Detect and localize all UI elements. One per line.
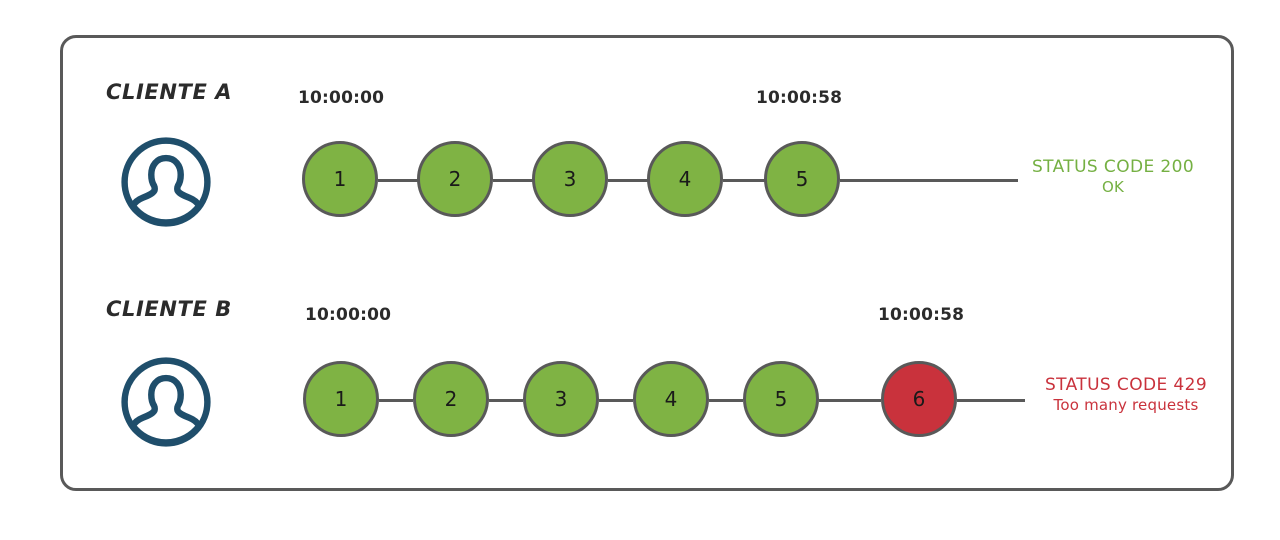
connector-a-2-3 (493, 179, 533, 182)
connector-a-5-status (840, 179, 1018, 182)
user-avatar-icon (121, 137, 211, 227)
connector-b-2-3 (489, 399, 523, 402)
request-node-a-1-label: 1 (333, 167, 347, 191)
request-node-a-2[interactable]: 2 (417, 141, 493, 217)
request-node-b-5-label: 5 (774, 387, 788, 411)
request-node-b-6-label: 6 (912, 387, 926, 411)
request-node-a-5[interactable]: 5 (764, 141, 840, 217)
request-node-b-5[interactable]: 5 (743, 361, 819, 437)
request-node-a-4[interactable]: 4 (647, 141, 723, 217)
connector-a-4-5 (723, 179, 765, 182)
request-node-a-4-label: 4 (678, 167, 692, 191)
request-node-b-3-label: 3 (554, 387, 568, 411)
client-a-status-message: OK (1101, 178, 1125, 197)
connector-b-1-2 (379, 399, 413, 402)
request-node-a-3[interactable]: 3 (532, 141, 608, 217)
request-node-b-1[interactable]: 1 (303, 361, 379, 437)
client-a-status-code: STATUS CODE 200 (1031, 157, 1195, 177)
connector-b-3-4 (599, 399, 633, 402)
client-a-label: CLIENTE A (106, 80, 233, 104)
request-node-b-1-label: 1 (334, 387, 348, 411)
request-node-b-4[interactable]: 4 (633, 361, 709, 437)
client-b-avatar (120, 356, 212, 452)
request-node-a-2-label: 2 (448, 167, 462, 191)
request-node-a-1[interactable]: 1 (302, 141, 378, 217)
connector-b-6-status (957, 399, 1025, 402)
client-a-end-time: 10:00:58 (756, 88, 843, 108)
connector-b-4-5 (709, 399, 743, 402)
client-a-status: STATUS CODE 200 OK (1025, 157, 1201, 197)
connector-b-5-6 (819, 399, 881, 402)
request-node-b-3[interactable]: 3 (523, 361, 599, 437)
client-b-end-time: 10:00:58 (878, 305, 965, 325)
client-b-label: CLIENTE B (106, 297, 232, 321)
client-b-status-message: Too many requests (1053, 396, 1199, 415)
connector-a-1-2 (378, 179, 418, 182)
client-b-status: STATUS CODE 429 Too many requests (1026, 375, 1226, 415)
client-b-start-time: 10:00:00 (305, 305, 392, 325)
request-node-b-2[interactable]: 2 (413, 361, 489, 437)
request-node-a-5-label: 5 (795, 167, 809, 191)
request-node-b-4-label: 4 (664, 387, 678, 411)
user-avatar-icon (121, 357, 211, 447)
client-b-status-code: STATUS CODE 429 (1044, 375, 1208, 395)
request-node-b-6[interactable]: 6 (881, 361, 957, 437)
request-node-b-2-label: 2 (444, 387, 458, 411)
connector-a-3-4 (608, 179, 648, 182)
client-a-avatar (120, 136, 212, 232)
client-a-start-time: 10:00:00 (298, 88, 385, 108)
request-node-a-3-label: 3 (563, 167, 577, 191)
